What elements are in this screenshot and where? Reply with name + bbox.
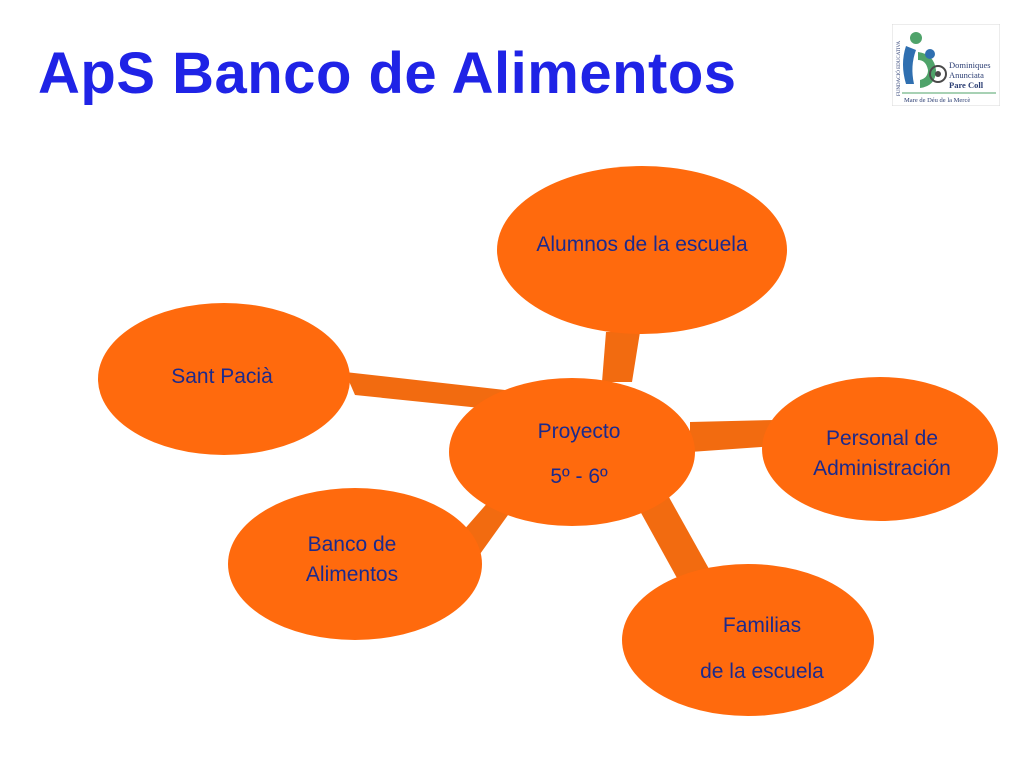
slide-title: ApS Banco de Alimentos (38, 41, 737, 106)
center-node (449, 378, 695, 526)
logo-line3: Pare Coll (949, 80, 984, 90)
personal-label-line1: Personal de (826, 427, 938, 450)
connector-alumnos (602, 332, 640, 382)
personal-label-line2: Administración (813, 457, 951, 480)
logo-line2: Anunciata (949, 70, 984, 80)
node-personal (762, 377, 998, 521)
school-logo: FUNDACIÓ EDUCATIVA Dominiques Anunciata … (892, 24, 1000, 106)
banco-label-line1: Banco de (308, 533, 397, 556)
center-label-line2: 5º - 6º (550, 465, 608, 488)
alumnos-label: Alumnos de la escuela (536, 233, 748, 256)
sant-label: Sant Pacià (171, 365, 273, 388)
familias-label-line1: Familias (723, 614, 801, 637)
connectors (345, 332, 775, 598)
node-banco (228, 488, 482, 640)
node-sant (98, 303, 350, 455)
familias-label-line2: de la escuela (700, 660, 824, 683)
logo-line4: Mare de Déu de la Mercè (904, 97, 970, 104)
node-familias (622, 564, 874, 716)
connector-personal (690, 420, 775, 452)
logo-vertical-text: FUNDACIÓ EDUCATIVA (896, 41, 902, 96)
center-label-line1: Proyecto (538, 420, 621, 443)
node-alumnos (497, 166, 787, 334)
logo-line1: Dominiques (949, 60, 991, 70)
banco-label-line2: Alimentos (306, 563, 398, 586)
connector-sant (345, 372, 505, 410)
